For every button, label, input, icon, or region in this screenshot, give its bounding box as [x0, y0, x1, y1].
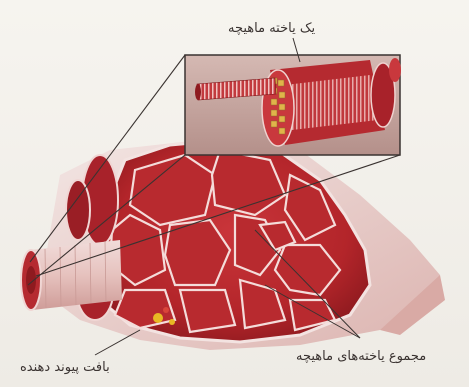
fascicle	[180, 290, 235, 332]
protruding-fiber	[21, 240, 122, 310]
label-connective-tissue: بافت پیوند دهنده	[20, 361, 110, 374]
label-muscle-fiber: یک یاخته ماهیچه	[228, 22, 315, 35]
inset-magnified-fiber	[185, 55, 401, 155]
label-fiber-bundle: مجموع یاخته‌های ماهیچه	[296, 350, 426, 363]
